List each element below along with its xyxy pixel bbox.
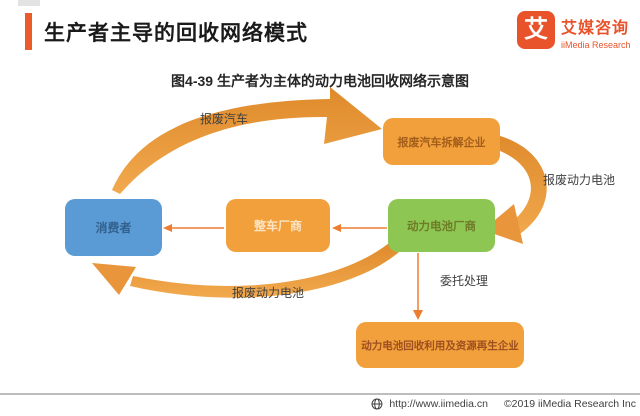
node-consumer: 消费者: [65, 199, 162, 256]
edge-label-entrusted-processing: 委托处理: [440, 274, 489, 288]
arrow-consumer-to-dismantler: [112, 87, 382, 194]
page-title: 生产者主导的回收网络模式: [44, 22, 308, 45]
brand-name-en: iiMedia Research: [561, 40, 631, 50]
arrow-battery-to-consumer-arc: [130, 243, 399, 298]
footer-divider: [0, 393, 640, 395]
node-battery-manufacturer: 动力电池厂商: [388, 199, 495, 252]
arrow-battery-to-recycler-head: [413, 310, 423, 320]
iimedia-logo: 艾: [517, 11, 555, 49]
node-battery-recycler: 动力电池回收利用及资源再生企业: [356, 322, 524, 368]
node-vehicle-manufacturer: 整车厂商: [226, 199, 330, 252]
arrow-battery-to-consumer-head: [92, 263, 136, 295]
arrow-dismantler-to-battery-head: [483, 204, 523, 244]
footer-url: http://www.iimedia.cn: [389, 398, 488, 410]
arrow-battery-to-oem-head: [332, 224, 341, 232]
edge-label-scrap-battery-right: 报废动力电池: [543, 173, 616, 187]
edge-label-scrap-battery-bottom: 报废动力电池: [232, 286, 305, 300]
footer: http://www.iimedia.cn ©2019 iiMedia Rese…: [371, 398, 636, 410]
figure-caption: 图4-39 生产者为主体的动力电池回收网络示意图: [171, 73, 469, 89]
arrow-oem-to-consumer-head: [163, 224, 172, 232]
arrow-dismantler-to-battery-arc: [486, 133, 547, 239]
globe-icon: [371, 398, 383, 410]
edge-label-scrap-car: 报废汽车: [200, 112, 249, 126]
logo-glyph: 艾: [524, 16, 548, 43]
brand-name-cn: 艾媒咨询: [561, 20, 630, 37]
brand-block: 艾媒咨询 iiMedia Research: [561, 14, 631, 50]
title-accent-bar: [25, 13, 32, 50]
footer-copyright: ©2019 iiMedia Research Inc: [503, 398, 636, 410]
corner-decoration: [18, 0, 40, 6]
node-car-dismantler: 报废汽车拆解企业: [383, 118, 500, 165]
